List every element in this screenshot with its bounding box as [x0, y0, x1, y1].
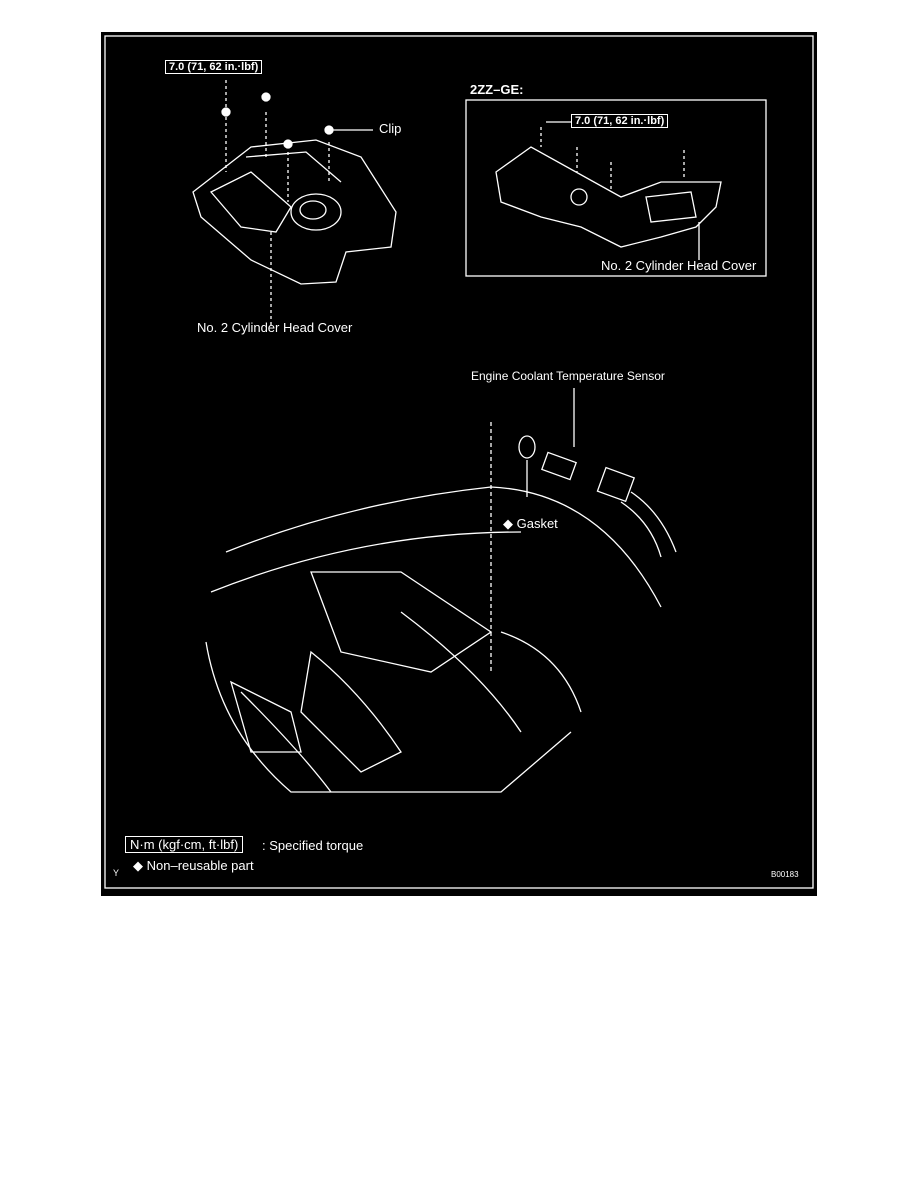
gasket-ring — [518, 435, 536, 459]
bolts-inset — [540, 127, 685, 192]
inset-title: 2ZZ–GE: — [470, 82, 524, 97]
bolts-left — [225, 80, 330, 327]
figure-code: B00183 — [771, 870, 799, 879]
coolant-sensor — [540, 451, 677, 558]
legend-torque-desc: : Specified torque — [262, 838, 364, 853]
cylinder-head-cover-left — [192, 139, 397, 285]
corner-mark: Y — [113, 868, 120, 878]
inset-border — [465, 99, 767, 277]
cover-left-label: No. 2 Cylinder Head Cover — [197, 320, 353, 335]
legend-torque-units: N·m (kgf·cm, ft·lbf) — [125, 836, 244, 853]
sensor-label: Engine Coolant Temperature Sensor — [471, 369, 665, 383]
clip-label: Clip — [379, 121, 402, 136]
line-drawing — [104, 35, 814, 889]
legend-non-reusable: ◆ Non–reusable part — [133, 858, 254, 873]
frame-border — [104, 35, 814, 889]
engine-bay — [205, 486, 662, 793]
torque-spec-inset: 7.0 (71, 62 in.·lbf) — [571, 114, 669, 128]
gasket-label: ◆ Gasket — [503, 516, 558, 531]
diagram-frame: 7.0 (71, 62 in.·lbf) Clip No. 2 Cylinder… — [101, 32, 817, 896]
cover-inset-label: No. 2 Cylinder Head Cover — [601, 258, 757, 273]
cylinder-head-cover-inset — [495, 146, 722, 248]
torque-spec-left: 7.0 (71, 62 in.·lbf) — [165, 60, 263, 74]
